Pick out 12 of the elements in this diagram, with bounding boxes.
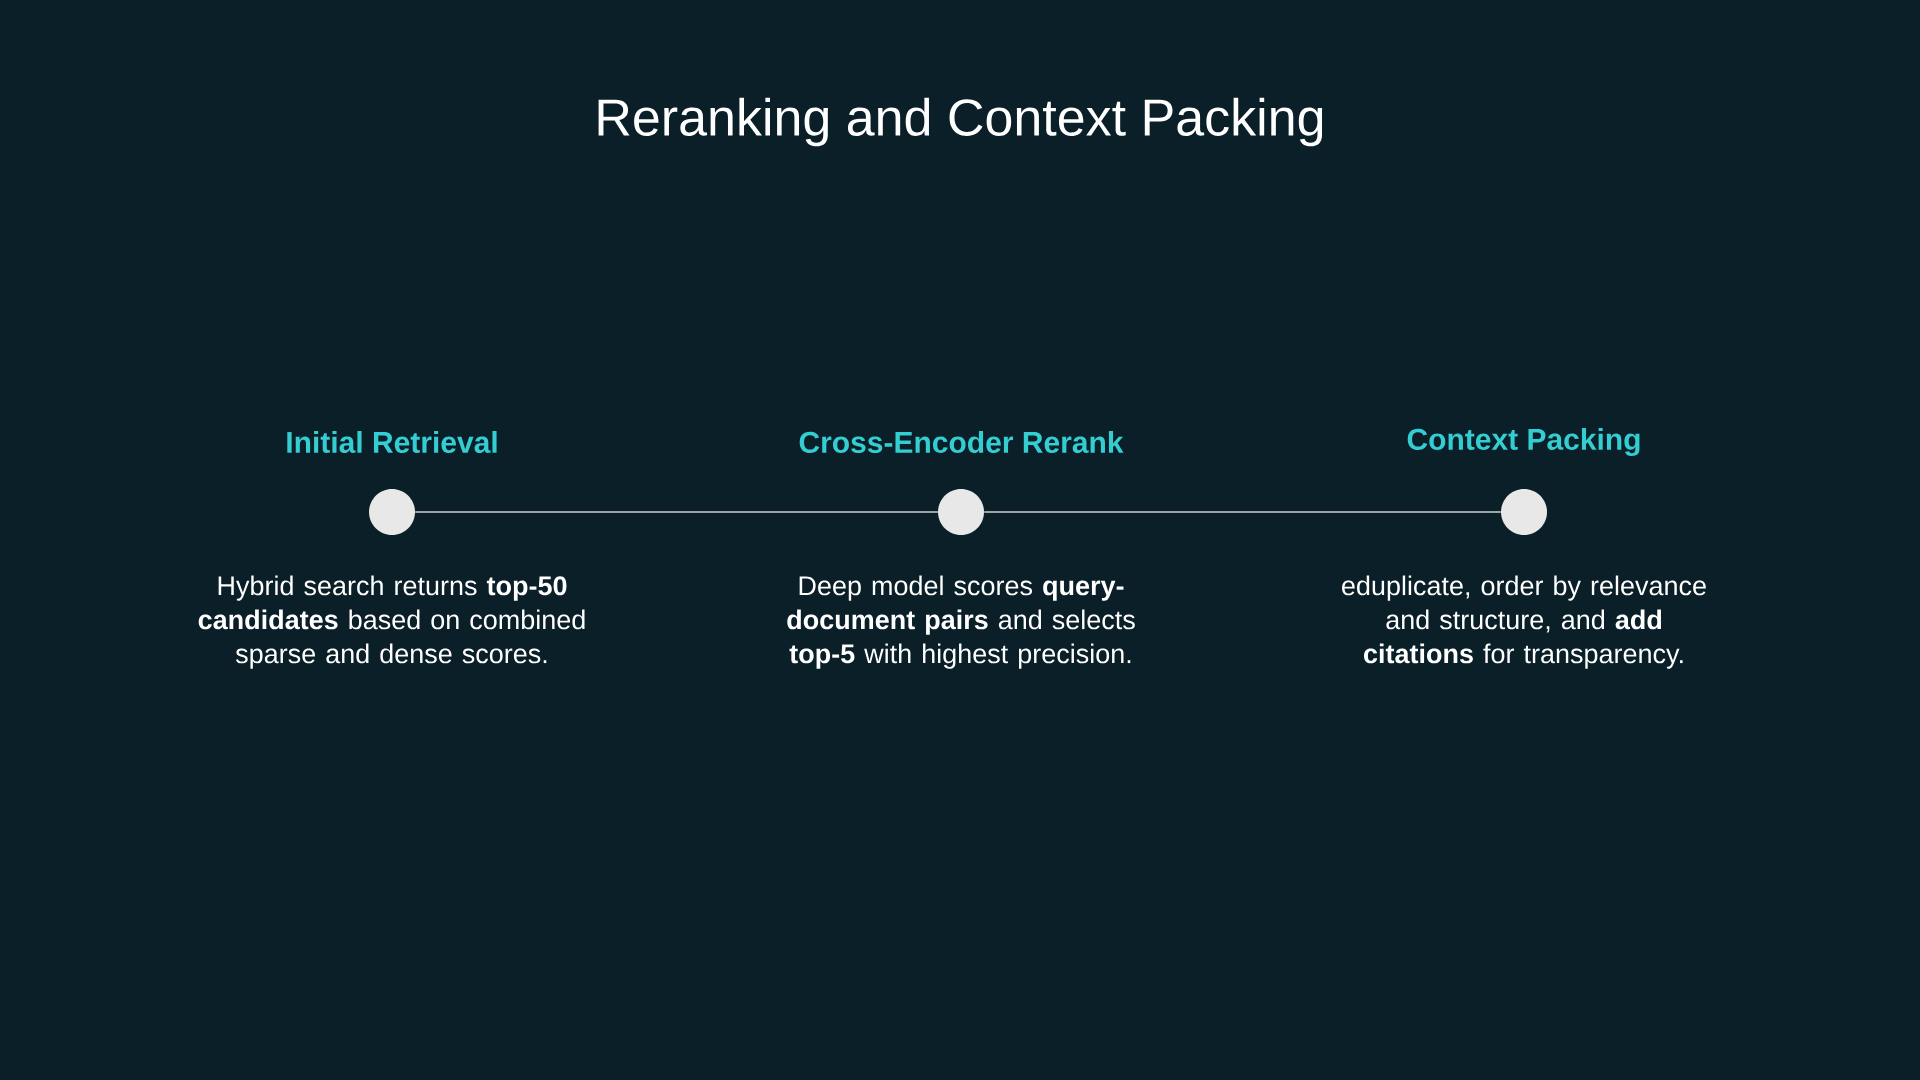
timeline-dot	[369, 489, 415, 535]
connector-line	[414, 511, 939, 513]
step-description: Deep model scores query-document pairs and selects top-5 with highest precision.	[787, 575, 1135, 669]
step-heading: Initial Retrieval	[287, 431, 497, 453]
step-heading: Context Packing	[1407, 427, 1640, 457]
timeline-dot	[938, 489, 984, 535]
step-description: Hybrid search returns top-50 candidates based on combined sparse and dense scores.	[198, 575, 585, 669]
title: Reranking and Context Packing	[598, 97, 1323, 147]
connector-line	[983, 511, 1502, 513]
timeline-dot	[1501, 489, 1547, 535]
step-description: eduplicate, order by relevance and structure, and add citations for transparency.	[1342, 575, 1706, 669]
step-heading: Cross-Encoder Rerank	[799, 431, 1124, 453]
